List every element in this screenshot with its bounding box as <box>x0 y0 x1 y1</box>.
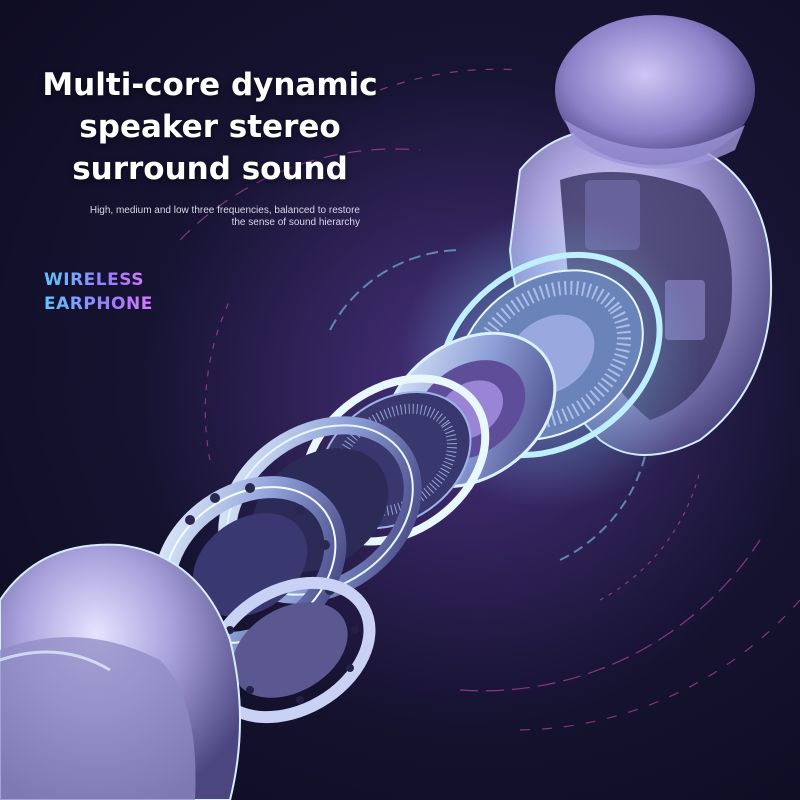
feature-description: High, medium and low three frequencies, … <box>20 205 360 229</box>
wireless-earphone-badge: WIRELESS EARPHONE <box>44 268 153 316</box>
headline-line-3: surround sound <box>72 151 348 187</box>
headline-line-1: Multi-core dynamic <box>42 67 378 103</box>
feature-description-line-1: High, medium and low three frequencies, … <box>89 205 360 216</box>
sound-wave-arcs <box>179 68 800 731</box>
earphone-body-lower <box>0 543 241 800</box>
badge-line-2: EARPHONE <box>44 294 153 314</box>
headline: Multi-core dynamic speaker stereo surrou… <box>30 64 390 190</box>
feature-description-line-2: the sense of sound hierarchy <box>231 217 360 228</box>
badge-line-1: WIRELESS <box>44 268 153 292</box>
headline-line-2: speaker stereo <box>79 109 341 145</box>
ear-tip <box>555 15 755 169</box>
